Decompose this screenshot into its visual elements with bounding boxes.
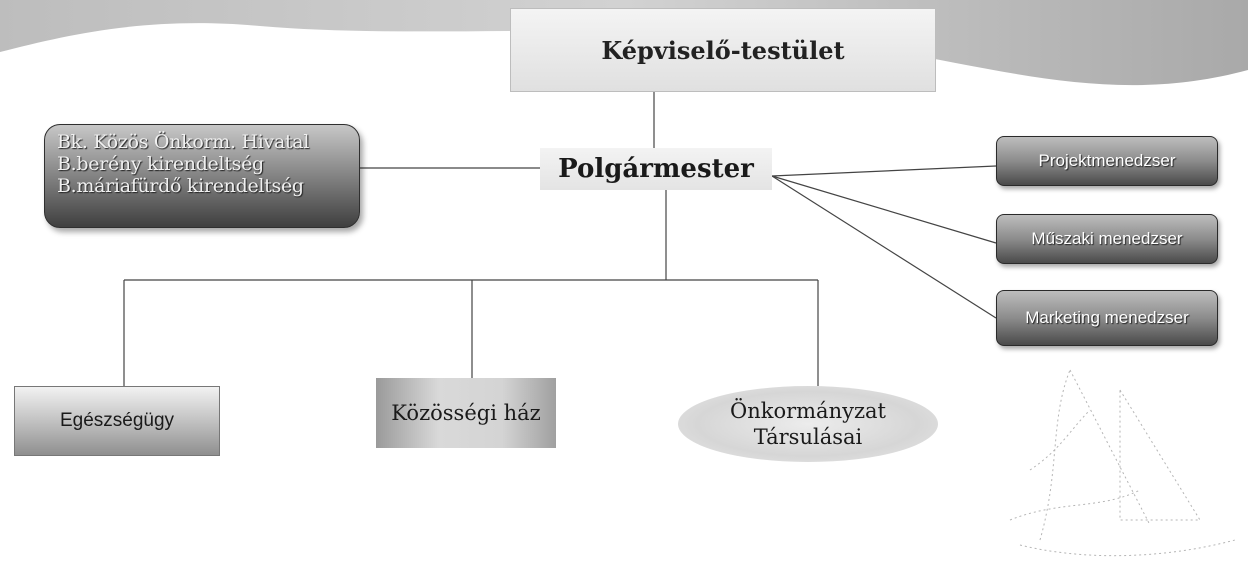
council-label: Képviselő-testület xyxy=(601,35,845,65)
office-line-3: B.máriafürdő kirendeltség xyxy=(57,175,304,197)
office-line-1: Bk. Közös Önkorm. Hivatal xyxy=(57,131,310,153)
marketing-manager-box: Marketing menedzser xyxy=(996,290,1218,346)
marketing-manager-label: Marketing menedzser xyxy=(1025,308,1189,327)
technical-manager-label: Műszaki menedzser xyxy=(1031,229,1183,248)
header-banner xyxy=(0,0,1248,86)
associations-ellipse: Önkormányzat Társulásai xyxy=(678,386,938,462)
community-house-label: Közösségi ház xyxy=(391,401,541,425)
sailboat-watermark-icon xyxy=(1009,369,1236,557)
project-manager-box: Projektmenedzser xyxy=(996,136,1218,186)
mayor-box: Polgármester xyxy=(540,148,772,190)
office-line-2: B.berény kirendeltség xyxy=(57,153,264,175)
project-manager-label: Projektmenedzser xyxy=(1038,151,1176,170)
mayor-label: Polgármester xyxy=(558,154,754,184)
associations-line-1: Önkormányzat xyxy=(730,399,886,423)
healthcare-box: Egészségügy xyxy=(14,386,220,456)
technical-manager-box: Műszaki menedzser xyxy=(996,214,1218,264)
community-house-box: Közösségi ház xyxy=(376,378,556,448)
associations-line-2: Társulásai xyxy=(753,425,863,449)
healthcare-label: Egészségügy xyxy=(59,410,175,431)
joint-office-box: Bk. Közös Önkorm. Hivatal B.berény kiren… xyxy=(44,124,360,228)
council-box: Képviselő-testület xyxy=(510,8,936,92)
